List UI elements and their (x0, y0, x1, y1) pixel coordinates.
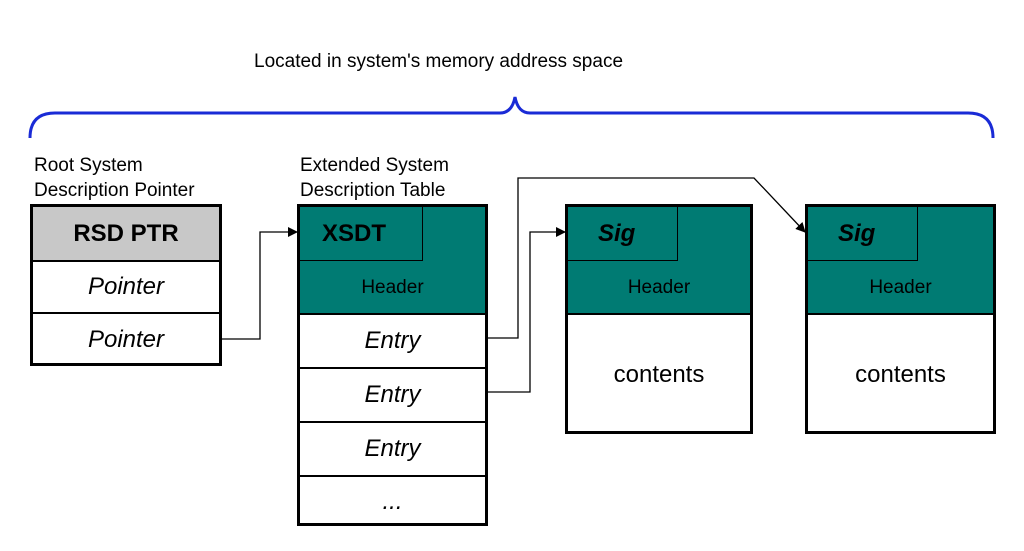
xsdt-caption-line1: Extended System (300, 155, 449, 176)
rsdp-pointer-label: Pointer (87, 273, 165, 300)
memory-space-brace (28, 96, 995, 139)
xsdt-entry: Entry (300, 315, 485, 369)
table-signature: Sig (838, 219, 876, 247)
rsdp-title-cell: RSD PTR (33, 207, 219, 262)
xsdt-entry: Entry (300, 423, 485, 477)
table-header-label: Header (627, 277, 691, 298)
table-header-label: Header (869, 277, 932, 298)
table-contents-cell: contents (808, 315, 993, 434)
table-contents-cell: contents (568, 315, 750, 434)
xsdt-entry-label: Entry (364, 381, 421, 408)
xsdt-entry-label: Entry (364, 435, 421, 462)
xsdt-signature-cell: XSDT (300, 207, 423, 261)
rsdp-to-xsdt-arrow (221, 227, 298, 340)
xsdt-header-label: Header (361, 277, 424, 298)
memory-space-label: Located in system's memory address space (254, 51, 624, 72)
rsdp-caption-line1: Root System (34, 155, 143, 176)
entry1-to-table2-arrow (486, 177, 806, 339)
rsdp-row: Pointer (33, 262, 219, 314)
description-table-box: Header Sig contents (805, 204, 996, 434)
table-signature-cell: Sig (568, 207, 678, 261)
table-header-cell: Header (568, 207, 750, 315)
table-header-cell: Header (808, 207, 993, 315)
xsdt-entry: ... (300, 477, 485, 526)
table-signature: Sig (598, 219, 636, 247)
entry2-to-table1-arrow (486, 227, 566, 393)
rsdp-row: Pointer (33, 314, 219, 366)
rsdp-pointer-label: Pointer (87, 326, 165, 353)
xsdt-header-cell: Header (300, 207, 485, 315)
xsdt-caption-line2: Description Table (300, 180, 446, 201)
description-table-box: Header Sig contents (565, 204, 753, 434)
table-contents-label: contents (613, 361, 705, 388)
xsdt-entry-label: Entry (364, 327, 421, 354)
table-signature-cell: Sig (808, 207, 918, 261)
rsdp-box: RSD PTR Pointer Pointer (30, 204, 222, 366)
xsdt-title: XSDT (322, 219, 387, 247)
rsdp-title: RSD PTR (73, 219, 179, 247)
xsdt-entry-ellipsis: ... (382, 487, 403, 515)
table-contents-label: contents (855, 361, 946, 388)
xsdt-box: Header XSDT Entry Entry Entry ... (297, 204, 488, 526)
rsdp-caption-line2: Description Pointer (34, 180, 195, 201)
xsdt-entry: Entry (300, 369, 485, 423)
